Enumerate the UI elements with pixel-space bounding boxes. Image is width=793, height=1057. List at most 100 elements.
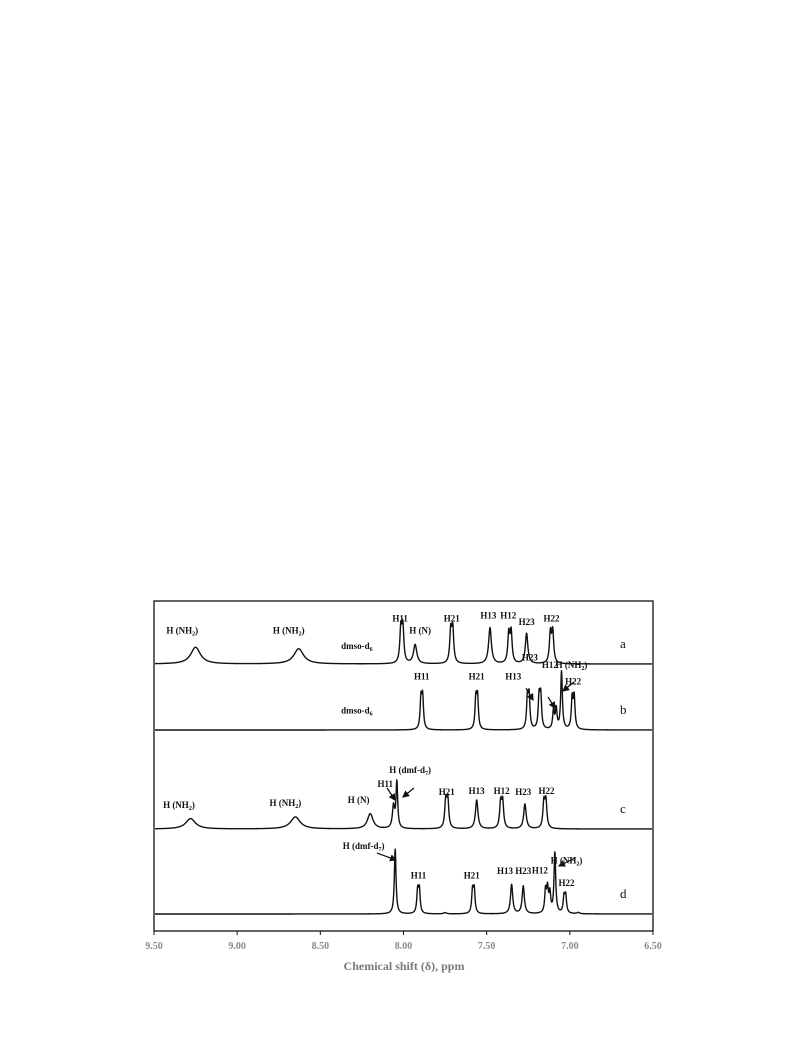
peak-label: H23 [515, 866, 532, 876]
peak-label: H (NH2) [273, 626, 305, 638]
peak-label-tail: ) [302, 626, 305, 636]
peak-label-text: H22 [539, 786, 556, 796]
x-tick-label: 9.00 [228, 941, 246, 952]
peak-label-subscript: 2 [295, 804, 298, 810]
peak-label: H21 [439, 787, 456, 797]
peak-label-subscript: 2 [189, 806, 192, 812]
peak-label: H (N) [409, 626, 431, 636]
peak-label-text: H (NH [163, 800, 189, 810]
peak-label-text: H (NH [166, 626, 192, 636]
peak-label: H13 [497, 866, 514, 876]
peak-label: H (NH2) [270, 798, 302, 810]
peak-label-subscript: 2 [192, 632, 195, 638]
peak-label-text: H13 [469, 786, 486, 796]
peak-label-text: H21 [469, 672, 486, 682]
x-tick-label: 6.50 [644, 941, 662, 952]
peak-label-tail: ) [584, 660, 587, 670]
peak-label-text: dmso-d [341, 706, 370, 716]
peak-label-tail: ) [192, 800, 195, 810]
peak-label: H (NH2) [166, 626, 198, 638]
peak-label-text: H23 [515, 866, 532, 876]
peak-label-subscript: 2 [581, 666, 584, 672]
peak-label-text: H12 [500, 610, 517, 620]
spectrum-letter: d [620, 886, 627, 901]
peak-label: H12 [494, 786, 511, 796]
peak-label-text: H23 [522, 653, 539, 663]
peak-label-text: H11 [411, 870, 427, 880]
peak-label: H23 [515, 787, 532, 797]
peak-label-text: H22 [558, 878, 575, 888]
peak-label: H22 [539, 786, 556, 796]
x-tick-label: 7.50 [478, 941, 496, 952]
peak-label: H13 [469, 786, 486, 796]
peak-label: H13 [505, 672, 522, 682]
spectrum-c-trace [154, 779, 653, 830]
pointer-arrow [376, 852, 398, 862]
spectrum-b-trace [154, 669, 653, 731]
x-tick-label: 9.50 [145, 941, 163, 952]
peak-label-text: H22 [565, 676, 582, 686]
pointer-arrow [386, 787, 396, 801]
peak-label-subscript: 6 [370, 647, 373, 653]
peak-label-text: H13 [480, 610, 497, 620]
peak-label: H12 [542, 660, 559, 670]
peak-label-text: H (NH [270, 798, 296, 808]
peak-label-text: H (N) [409, 626, 431, 636]
peak-label: H13 [480, 610, 497, 620]
peak-label: H12 [532, 865, 549, 875]
pointer-arrow [402, 787, 415, 798]
pointer-arrow [557, 857, 576, 867]
peak-label: H21 [464, 870, 481, 880]
peak-label-subscript: 6 [370, 712, 373, 718]
peak-label: H22 [558, 878, 575, 888]
spectra-traces [154, 618, 653, 915]
peak-label-text: H13 [505, 672, 522, 682]
peak-label: H (dmf-d7) [389, 765, 431, 777]
peak-label-subscript: 2 [576, 862, 579, 868]
peak-label: H22 [544, 613, 561, 623]
spectrum-letter: c [620, 801, 626, 816]
peak-label: H11 [414, 672, 430, 682]
pointer-arrow [525, 687, 534, 702]
x-axis-label: Chemical shift (δ), ppm [344, 959, 465, 973]
peak-label-text: dmso-d [341, 641, 370, 651]
spectrum-a-trace [154, 618, 653, 665]
peak-label: H21 [469, 672, 486, 682]
peak-label-text: H11 [377, 779, 393, 789]
spectrum-letter: a [620, 636, 626, 651]
peak-label-text: H21 [444, 613, 461, 623]
peak-label: H23 [522, 653, 539, 663]
peak-label-text: H12 [494, 786, 511, 796]
x-tick-label: 8.50 [312, 941, 330, 952]
peak-label-text: H (dmf-d [389, 765, 425, 775]
peak-label-text: H22 [544, 613, 561, 623]
peak-label: H (NH2) [556, 660, 588, 672]
pointer-arrow [547, 696, 556, 710]
peak-label-text: H11 [392, 613, 408, 623]
peak-label-tail: ) [195, 626, 198, 636]
peak-label-text: H23 [519, 617, 536, 627]
peak-label-subscript: 7 [378, 847, 381, 853]
peak-label-subscript: 2 [299, 632, 302, 638]
peak-label-text: H21 [464, 870, 481, 880]
peak-label-text: H13 [497, 866, 514, 876]
peak-label: H (dmf-d7) [343, 841, 385, 853]
spectrum-d-trace [154, 848, 653, 915]
peak-label-text: H (N) [348, 795, 370, 805]
peak-label: H21 [444, 613, 461, 623]
peak-label-text: H12 [532, 865, 549, 875]
pointer-arrow [562, 681, 575, 692]
peak-label: H11 [411, 870, 427, 880]
x-tick-label: 7.00 [561, 941, 579, 952]
peak-label-text: H23 [515, 787, 532, 797]
spectrum-letter: b [620, 702, 627, 717]
peak-label: H11 [377, 779, 393, 789]
peak-label-tail: ) [381, 841, 384, 851]
peak-label: H22 [565, 676, 582, 686]
peak-label-text: H (NH [556, 660, 582, 670]
peak-label-tail: ) [579, 856, 582, 866]
peak-label-text: H (dmf-d [343, 841, 379, 851]
peak-label-tail: ) [428, 765, 431, 775]
